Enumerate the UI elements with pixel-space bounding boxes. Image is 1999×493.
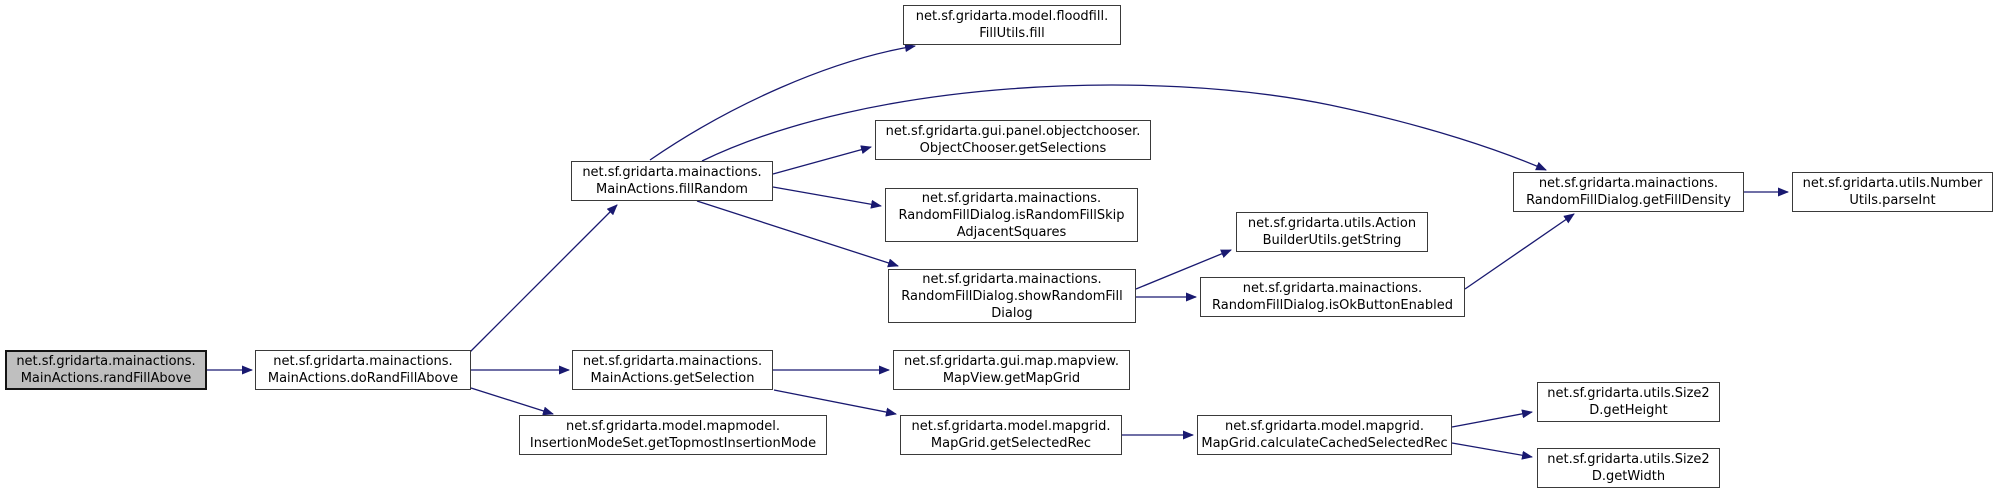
node-getselection[interactable]: net.sf.gridarta.mainactions. MainActions…	[572, 350, 773, 390]
node-getmapgrid[interactable]: net.sf.gridarta.gui.map.mapview. MapView…	[893, 350, 1130, 390]
node-getfilldensity-label: net.sf.gridarta.mainactions. RandomFillD…	[1526, 176, 1731, 208]
node-randfillabove: net.sf.gridarta.mainactions. MainActions…	[5, 350, 207, 390]
edge-showRandomFillDialog-getString	[1135, 249, 1232, 290]
edge-isOkButtonEnabled-getFillDensity	[1464, 213, 1575, 290]
node-getfilldensity[interactable]: net.sf.gridarta.mainactions. RandomFillD…	[1513, 172, 1744, 212]
node-randfillabove-label: net.sf.gridarta.mainactions. MainActions…	[16, 354, 196, 386]
node-calculatecachedselectedrec-label: net.sf.gridarta.model.mapgrid. MapGrid.c…	[1201, 419, 1448, 451]
node-parseint[interactable]: net.sf.gridarta.utils.Number Utils.parse…	[1792, 172, 1993, 212]
node-dorandfillabove[interactable]: net.sf.gridarta.mainactions. MainActions…	[255, 350, 471, 390]
node-fillrandom[interactable]: net.sf.gridarta.mainactions. MainActions…	[571, 161, 773, 201]
edge-calculateCachedSelectedRec-getWidth	[1451, 442, 1533, 460]
node-getselections-label: net.sf.gridarta.gui.panel.objectchooser.…	[885, 124, 1141, 156]
node-size2d-getwidth[interactable]: net.sf.gridarta.utils.Size2 D.getWidth	[1537, 448, 1720, 488]
edge-calculateCachedSelectedRec-getHeight	[1451, 409, 1533, 428]
node-getselection-label: net.sf.gridarta.mainactions. MainActions…	[582, 354, 763, 386]
node-israndomfillskipadjacentsquares-label: net.sf.gridarta.mainactions. RandomFillD…	[898, 190, 1125, 240]
node-fillutils-fill-label: net.sf.gridarta.model.floodfill. FillUti…	[915, 9, 1109, 41]
node-dorandfillabove-label: net.sf.gridarta.mainactions. MainActions…	[267, 354, 459, 386]
node-getselections[interactable]: net.sf.gridarta.gui.panel.objectchooser.…	[875, 120, 1151, 160]
node-showrandomfilldialog[interactable]: net.sf.gridarta.mainactions. RandomFillD…	[888, 269, 1136, 323]
edge-fillRandom-getFillDensity	[701, 84, 1547, 171]
node-size2d-getheight[interactable]: net.sf.gridarta.utils.Size2 D.getHeight	[1537, 382, 1720, 422]
node-showrandomfilldialog-label: net.sf.gridarta.mainactions. RandomFillD…	[901, 271, 1123, 321]
node-size2d-getwidth-label: net.sf.gridarta.utils.Size2 D.getWidth	[1547, 452, 1710, 484]
node-getselectedrec-label: net.sf.gridarta.model.mapgrid. MapGrid.g…	[911, 419, 1111, 451]
edge-fillRandom-showRandomFillDialog	[696, 200, 899, 268]
node-calculatecachedselectedrec[interactable]: net.sf.gridarta.model.mapgrid. MapGrid.c…	[1197, 415, 1452, 455]
edge-doRandFillAbove-getTopmostInsertionMode	[470, 387, 554, 416]
node-getstring-label: net.sf.gridarta.utils.Action BuilderUtil…	[1247, 216, 1417, 248]
node-parseint-label: net.sf.gridarta.utils.Number Utils.parse…	[1802, 176, 1983, 208]
node-getselectedrec[interactable]: net.sf.gridarta.model.mapgrid. MapGrid.g…	[900, 415, 1122, 455]
node-fillutils-fill[interactable]: net.sf.gridarta.model.floodfill. FillUti…	[903, 5, 1121, 45]
node-isokbuttonenabled-label: net.sf.gridarta.mainactions. RandomFillD…	[1212, 281, 1453, 313]
edge-doRandFillAbove-fillRandom	[469, 204, 618, 353]
node-isokbuttonenabled[interactable]: net.sf.gridarta.mainactions. RandomFillD…	[1200, 277, 1465, 317]
node-getstring[interactable]: net.sf.gridarta.utils.Action BuilderUtil…	[1236, 212, 1428, 252]
node-israndomfillskipadjacentsquares[interactable]: net.sf.gridarta.mainactions. RandomFillD…	[885, 188, 1138, 242]
node-getmapgrid-label: net.sf.gridarta.gui.map.mapview. MapView…	[904, 354, 1119, 386]
edge-getSelection-getSelectedRec	[773, 389, 897, 417]
node-gettopmostinsertionmode[interactable]: net.sf.gridarta.model.mapmodel. Insertio…	[519, 415, 827, 455]
edge-fillRandom-fill	[649, 43, 916, 161]
edge-fillRandom-isRandomFillSkipAdjacentSquares	[772, 186, 882, 209]
edge-fillRandom-getSelections	[772, 145, 872, 175]
node-gettopmostinsertionmode-label: net.sf.gridarta.model.mapmodel. Insertio…	[529, 419, 817, 451]
node-size2d-getheight-label: net.sf.gridarta.utils.Size2 D.getHeight	[1547, 386, 1710, 418]
node-fillrandom-label: net.sf.gridarta.mainactions. MainActions…	[582, 165, 762, 197]
